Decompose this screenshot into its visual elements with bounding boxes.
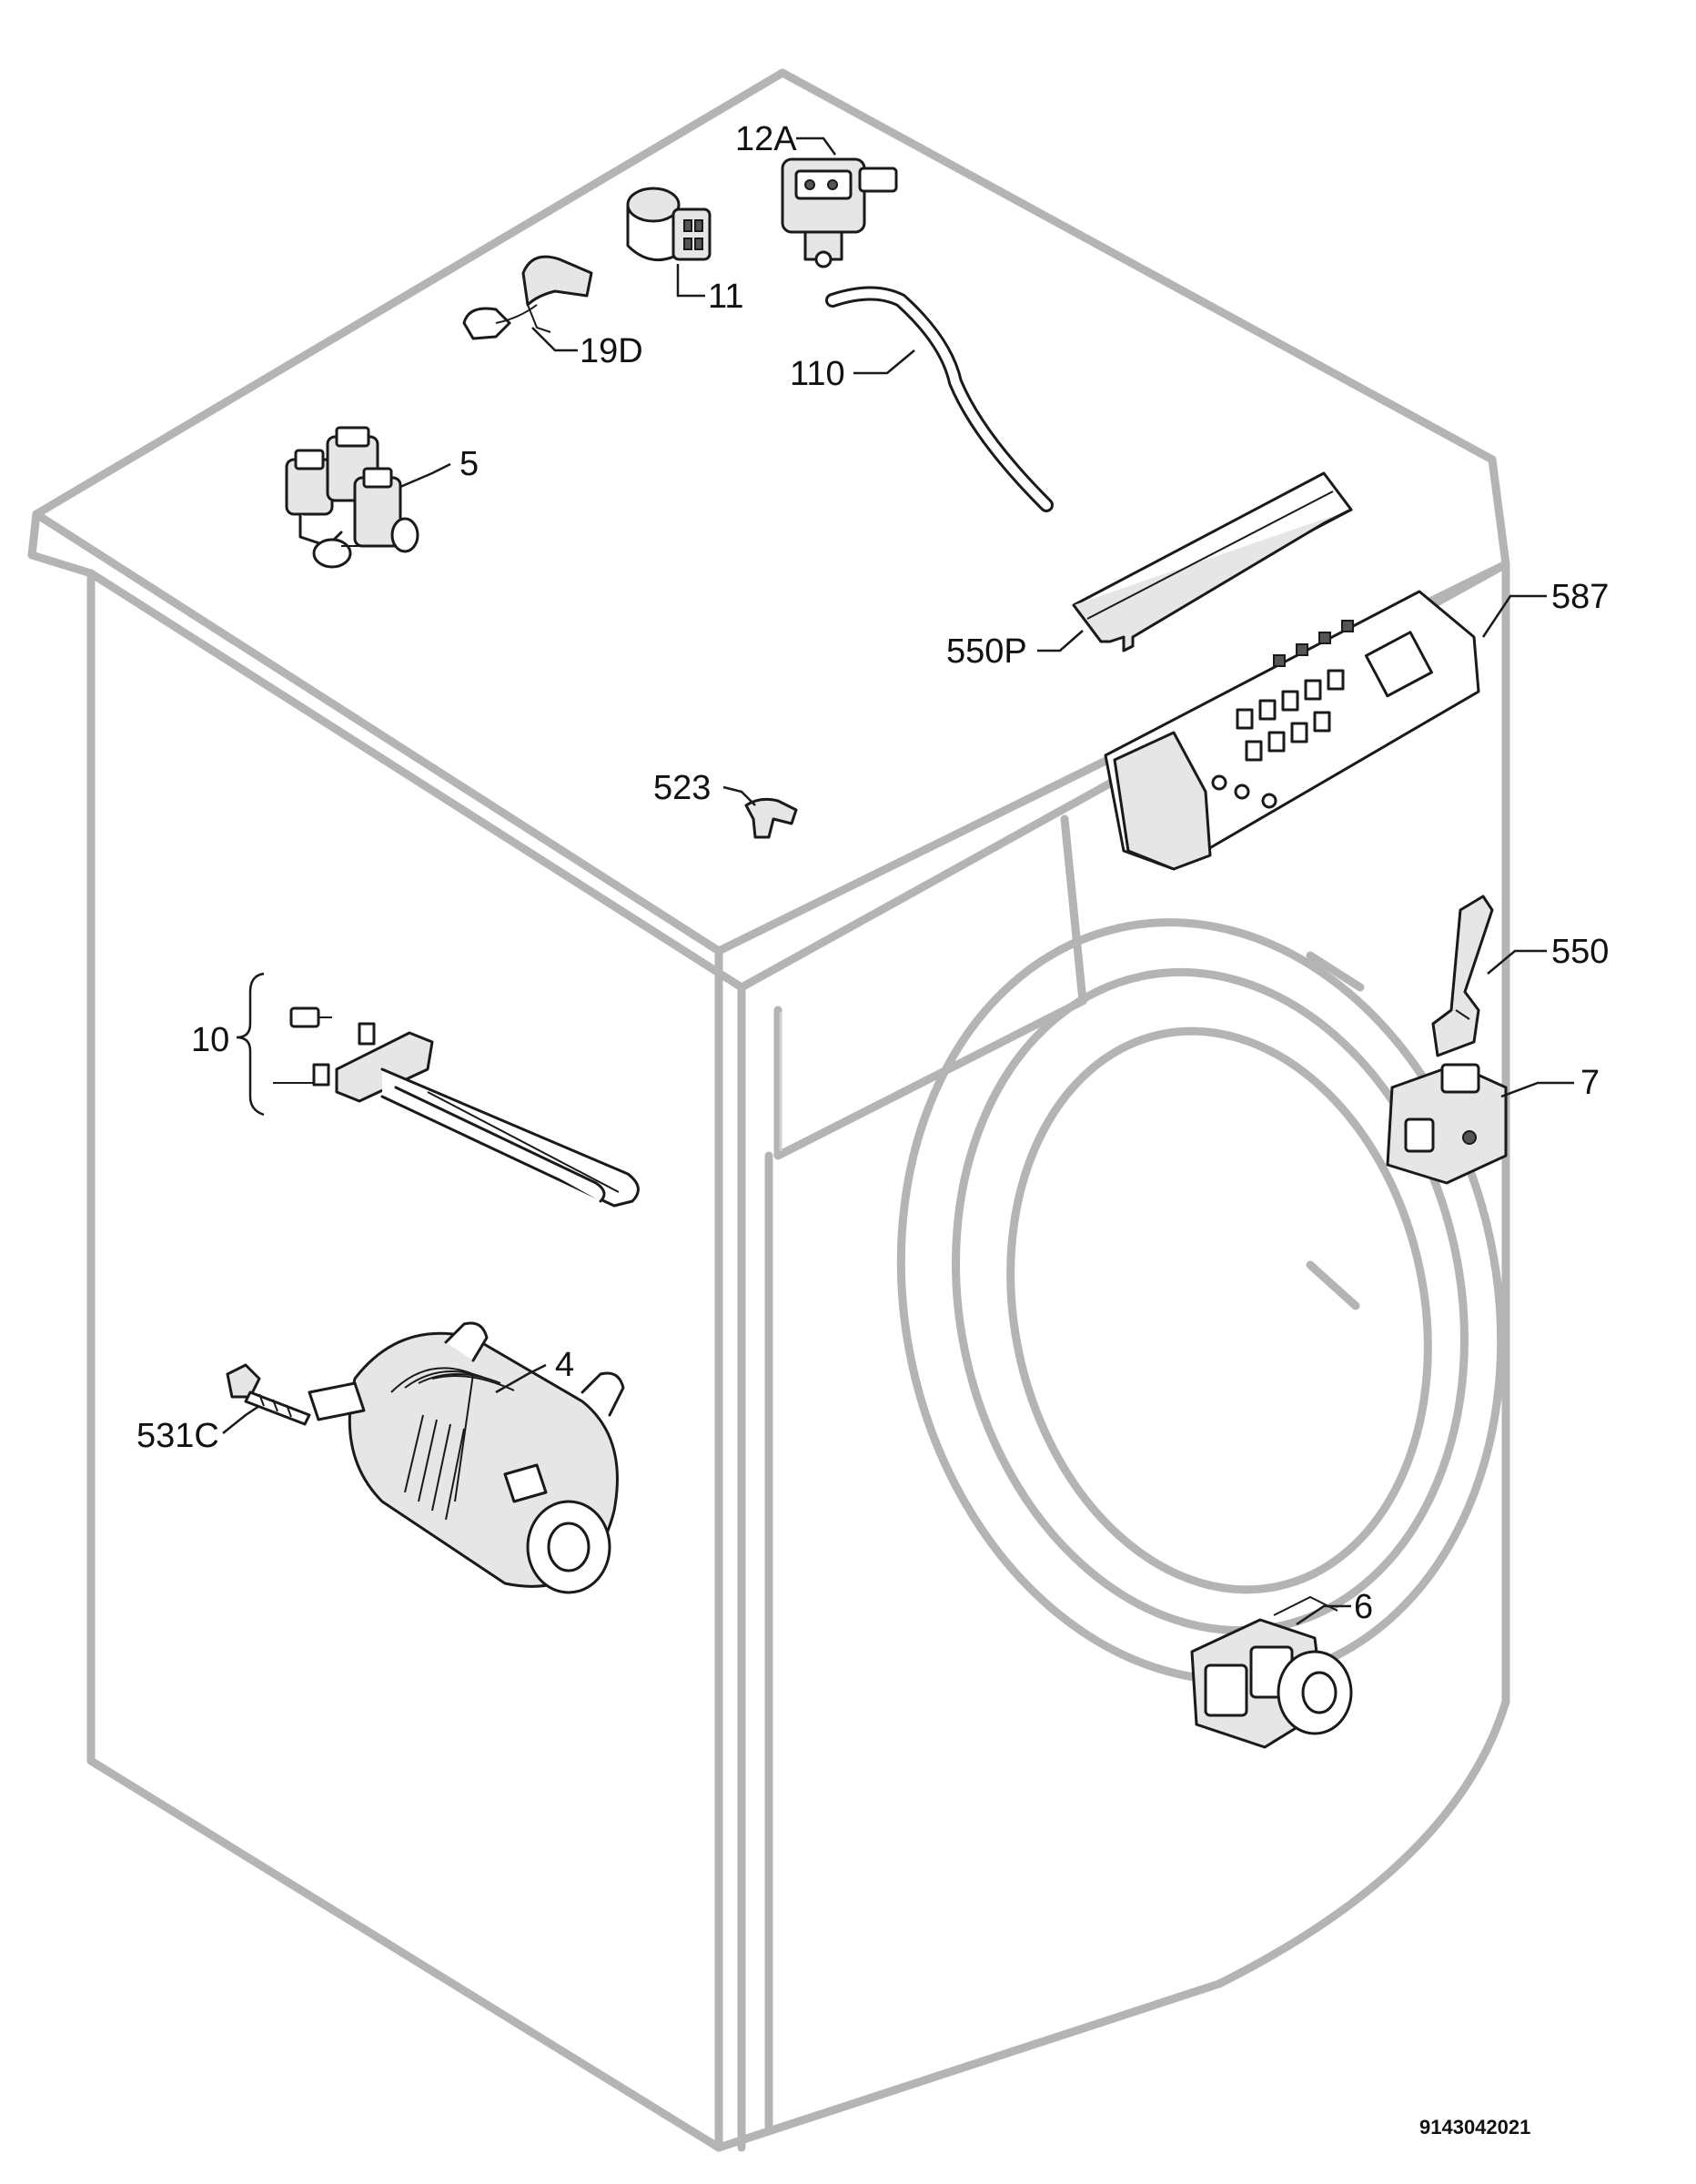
cabinet-outline bbox=[27, 68, 1510, 2152]
leader-531C bbox=[222, 1404, 260, 1434]
leader-550 bbox=[1487, 949, 1547, 975]
pressure-switch-part-12A bbox=[781, 157, 898, 268]
label-523: 523 bbox=[653, 769, 711, 807]
leader-19D bbox=[531, 327, 578, 352]
heating-element-part-10 bbox=[236, 972, 640, 1208]
document-number: 9143042021 bbox=[1419, 2116, 1530, 2138]
leader-587 bbox=[1481, 594, 1547, 638]
label-7: 7 bbox=[1580, 1064, 1600, 1102]
leader-5 bbox=[399, 462, 451, 489]
board-components bbox=[1211, 620, 1354, 809]
cable-clamp-part-19D bbox=[462, 255, 593, 340]
suppressor-part-11 bbox=[626, 187, 712, 262]
leader-523 bbox=[722, 785, 756, 806]
label-531C: 531C bbox=[136, 1417, 219, 1455]
label-550P: 550P bbox=[946, 632, 1027, 671]
label-6: 6 bbox=[1354, 1588, 1373, 1626]
label-12A: 12A bbox=[735, 120, 797, 158]
label-587: 587 bbox=[1551, 578, 1609, 616]
motor-part-4 bbox=[308, 1321, 625, 1594]
door-handle-part-550 bbox=[1431, 895, 1494, 1057]
leader-6 bbox=[1296, 1604, 1351, 1626]
label-19D: 19D bbox=[580, 332, 643, 370]
leader-4 bbox=[495, 1363, 547, 1394]
label-10: 10 bbox=[191, 1021, 229, 1059]
hose-part-110 bbox=[825, 286, 1054, 512]
leader-550P bbox=[1037, 630, 1084, 652]
leader-7 bbox=[1500, 1081, 1574, 1098]
screw-part-531C bbox=[226, 1363, 311, 1426]
label-11: 11 bbox=[708, 278, 743, 316]
label-4: 4 bbox=[555, 1346, 574, 1384]
label-550: 550 bbox=[1551, 933, 1609, 971]
inlet-valve-part-5 bbox=[285, 426, 419, 569]
drain-pump-part-6 bbox=[1190, 1595, 1353, 1749]
leader-110 bbox=[853, 349, 915, 375]
label-110: 110 bbox=[790, 355, 845, 393]
control-panel-cover-part-550P bbox=[1072, 471, 1353, 652]
label-5: 5 bbox=[459, 445, 479, 483]
door-interlock-part-7 bbox=[1386, 1063, 1508, 1185]
leader-11 bbox=[676, 264, 705, 298]
control-board-part-587 bbox=[1104, 590, 1480, 871]
leader-12A bbox=[796, 136, 837, 156]
